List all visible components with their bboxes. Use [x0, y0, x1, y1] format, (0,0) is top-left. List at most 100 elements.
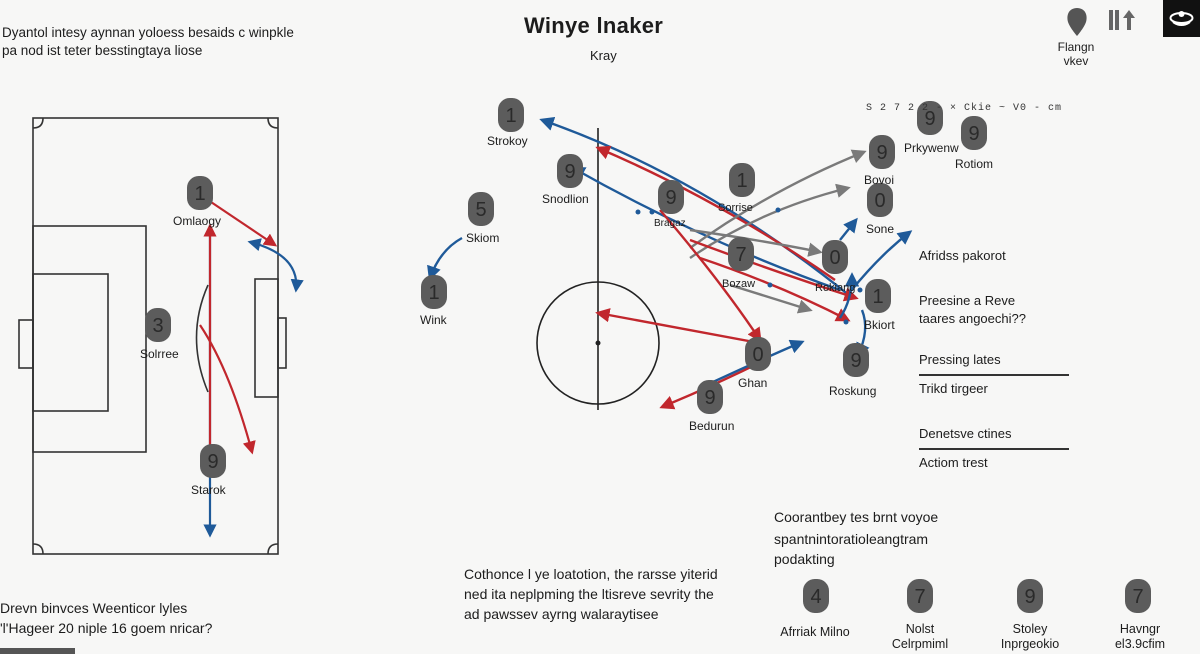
player-token[interactable]: 0: [867, 183, 893, 217]
player-token[interactable]: 9: [961, 116, 987, 150]
player-token[interactable]: 0: [745, 337, 771, 371]
page-title: Winye lnaker: [524, 13, 664, 38]
legend-label-line-1: Nolst: [905, 622, 935, 636]
intro-text: Dyantol intesy aynnan yoloess besaids c …: [2, 24, 294, 60]
main-pitch-arrows: [427, 116, 913, 410]
player-label: Sone: [866, 222, 895, 236]
intro-line-2: pa nod ist teter besstingtaya liose: [2, 43, 203, 58]
corner-arc-br: [267, 543, 279, 555]
left-player-label: Starok: [191, 483, 226, 497]
player-token-number: 9: [704, 387, 715, 409]
player-token-number: 7: [735, 244, 746, 266]
legend-token[interactable]: 9: [1017, 579, 1043, 613]
side-item-4: Trikd tirgeer: [919, 381, 988, 396]
legend-label-line-2: Celrpmiml: [891, 637, 949, 651]
bottom-right-line-3: podakting: [774, 551, 835, 567]
legend-label-line-2: Inprgeokio: [1000, 637, 1060, 651]
player-token[interactable]: 9: [843, 343, 869, 377]
player-token-number: 3: [152, 315, 163, 337]
left-player-label: Omlaogy: [173, 214, 222, 228]
player-token-body: [498, 98, 524, 132]
player-token-body: [1017, 579, 1043, 613]
player-token[interactable]: 9: [869, 135, 895, 169]
left-player-label: Solrree: [140, 347, 179, 361]
divider: [919, 374, 1069, 376]
center-spot: [595, 340, 601, 346]
corner-arc-tr: [267, 117, 279, 129]
player-token-number: 9: [1024, 586, 1035, 608]
player-token[interactable]: 9: [917, 101, 943, 135]
player-token-number: 1: [428, 282, 439, 304]
player-token-number: 1: [872, 286, 883, 308]
bottom-left-caption: Drevn binvces Weenticor lyles 'l'Hageer …: [0, 598, 212, 638]
player-label: Ghan: [738, 376, 768, 390]
player-token[interactable]: 1: [865, 279, 891, 313]
player-token-body: [865, 279, 891, 313]
left-player-token[interactable]: 1: [187, 176, 213, 210]
toolbar-label-line-2: vkev: [1063, 54, 1089, 68]
legend-label-line-1: Havngr: [1119, 622, 1161, 636]
legend-token[interactable]: 7: [1125, 579, 1151, 613]
player-token[interactable]: 7: [728, 237, 754, 271]
left-blue-curve-arrow: [247, 238, 304, 293]
player-token-body: [145, 308, 171, 342]
player-token-body: [697, 380, 723, 414]
left-player-token[interactable]: 3: [145, 308, 171, 342]
side-item-6: Actiom trest: [919, 455, 988, 470]
player-label: Bovoi: [864, 173, 895, 187]
player-token[interactable]: 1: [729, 163, 755, 197]
legend-label-line-1: Stoley: [1012, 622, 1048, 636]
scrollbar-stub[interactable]: [0, 648, 75, 654]
player-label: Snodlion: [542, 192, 589, 206]
center-circle: [536, 281, 660, 405]
player-token-number: 7: [914, 586, 925, 608]
player-label: Skiom: [466, 231, 500, 245]
player-label: Bragaz: [654, 218, 686, 229]
bottom-center-caption: Cothonce l ye loatotion, the rarsse yite…: [464, 564, 718, 624]
player-token[interactable]: 5: [468, 192, 494, 226]
player-token-body: [658, 180, 684, 214]
player-token-number: 0: [874, 190, 885, 212]
bottom-right-caption: Coorantbey tes brnt voyoe spantnintorati…: [774, 507, 938, 569]
player-label: Rotiom: [955, 157, 994, 171]
side-item-3: Pressing lates: [919, 352, 1001, 367]
player-token-body: [867, 183, 893, 217]
player-token-body: [745, 337, 771, 371]
player-token-body: [729, 163, 755, 197]
bottom-right-line-1: Coorantbey tes brnt voyoe: [774, 509, 939, 525]
player-token[interactable]: 9: [658, 180, 684, 214]
left-player-token[interactable]: 9: [200, 444, 226, 478]
player-token-number: 9: [924, 108, 935, 130]
bottom-center-line-1: Cothonce l ye loatotion, the rarsse yite…: [464, 566, 718, 582]
arrow-blue-8: [839, 217, 858, 241]
sort-icon[interactable]: [1107, 8, 1139, 32]
player-token-number: 1: [505, 105, 516, 127]
legend-token[interactable]: 4: [803, 579, 829, 613]
player-token-body: [803, 579, 829, 613]
bottom-center-line-2: ned ita neplpming the ltisreve sevrity t…: [464, 586, 714, 602]
player-label: Roskung: [829, 384, 877, 398]
player-token[interactable]: 0: [822, 240, 848, 274]
player-token-body: [468, 192, 494, 226]
legend-token[interactable]: 7: [907, 579, 933, 613]
pin-icon[interactable]: [1064, 6, 1090, 38]
left-arc: [195, 284, 209, 393]
player-token[interactable]: 1: [421, 275, 447, 309]
bottom-center-line-3: ad pawssev ayrng walaraytisee: [464, 606, 659, 622]
page-subtitle: Kray: [590, 48, 617, 63]
player-token-number: 0: [752, 344, 763, 366]
player-token[interactable]: 9: [697, 380, 723, 414]
player-token-number: 9: [207, 451, 218, 473]
legend-label: Afrriak Milno: [765, 625, 865, 640]
player-token[interactable]: 9: [557, 154, 583, 188]
player-token-body: [728, 237, 754, 271]
player-label: Sorrise: [718, 202, 753, 214]
legend-label-line-2: el3.9cfim: [1114, 637, 1166, 651]
left-pitch-arrows: [199, 197, 304, 538]
arrow-gray-4: [729, 283, 813, 314]
player-token-body: [917, 101, 943, 135]
toolbar-label-line-1: Flangn: [1057, 40, 1095, 54]
player-token[interactable]: 1: [498, 98, 524, 132]
player-token-body: [200, 444, 226, 478]
player-token-body: [843, 343, 869, 377]
